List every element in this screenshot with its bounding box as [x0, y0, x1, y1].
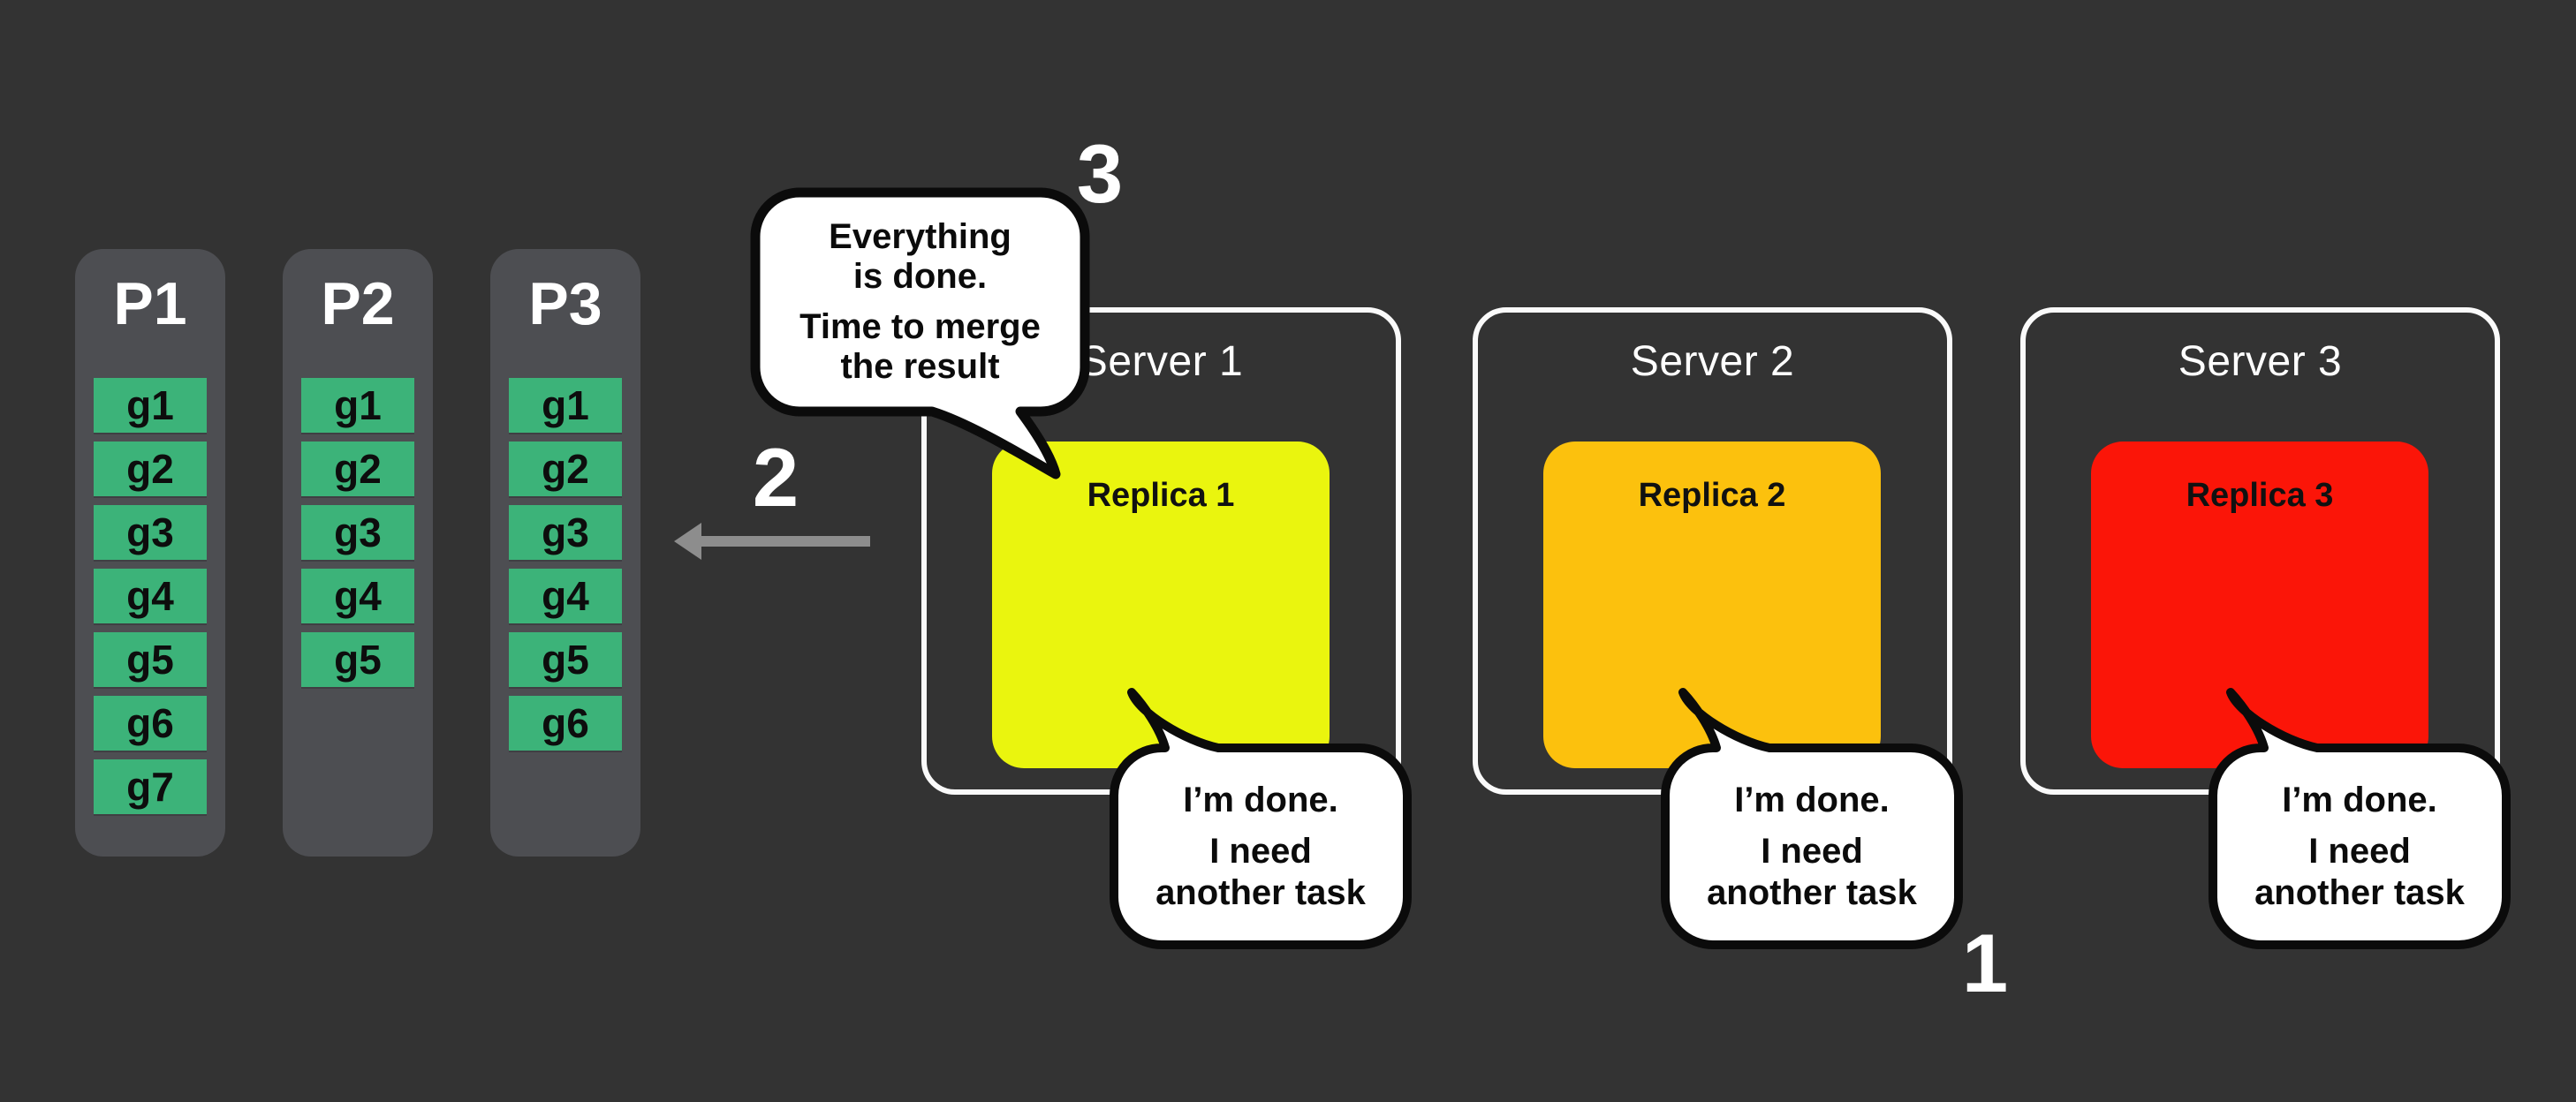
bubble-line: I need	[2308, 832, 2411, 872]
task-chip: g7	[94, 759, 207, 814]
speech-bubble-done-3	[2209, 688, 2511, 949]
replica-3: Replica 3	[2091, 442, 2428, 768]
partition-p3: P3 g1 g2 g3 g4 g5 g6	[490, 249, 640, 857]
server-2-box: Server 2 Replica 2	[1473, 307, 1952, 795]
bubble-line: another task	[1707, 872, 1917, 912]
replica-label: Replica 1	[1087, 477, 1235, 514]
task-chip: g3	[94, 505, 207, 560]
bubble-line: I need	[1761, 832, 1863, 872]
partition-p2: P2 g1 g2 g3 g4 g5	[283, 249, 433, 857]
bubble-line: another task	[1155, 872, 1366, 912]
merge-bubble-text: Everything is done. Time to merge the re…	[755, 192, 1085, 411]
server-title: Server 2	[1630, 338, 1795, 385]
speech-bubble-done-1	[1110, 688, 1412, 949]
task-chip: g1	[94, 378, 207, 433]
replica-2: Replica 2	[1543, 442, 1881, 768]
task-chip: g2	[94, 442, 207, 496]
server-1-box: Server 1 Replica 1	[921, 307, 1401, 795]
bubble-line: I’m done.	[1734, 780, 1890, 819]
step-2-label: 2	[752, 431, 799, 524]
bubble-line: another task	[2254, 872, 2465, 912]
partition-title: P3	[528, 270, 602, 337]
task-chip: g6	[509, 696, 622, 751]
task-chip: g3	[509, 505, 622, 560]
task-chip: g6	[94, 696, 207, 751]
speech-bubble-done-2	[1661, 688, 1963, 949]
bubble-line: is done.	[852, 257, 988, 297]
server-title: Server 3	[2178, 338, 2343, 385]
replica-label: Replica 2	[1638, 477, 1786, 514]
speech-bubble-merge	[750, 187, 1090, 479]
task-list: g1 g2 g3 g4 g5 g6	[490, 378, 640, 759]
done-bubble-text-1: I’m done. I need another task	[1114, 748, 1407, 945]
partition-title: P2	[321, 270, 395, 337]
task-chip: g5	[301, 632, 414, 687]
task-chip: g2	[509, 442, 622, 496]
task-chip: g1	[301, 378, 414, 433]
done-bubble-text-2: I’m done. I need another task	[1665, 748, 1959, 945]
task-list: g1 g2 g3 g4 g5	[283, 378, 433, 696]
bubble-line: Everything	[829, 217, 1011, 257]
bubble-line: I’m done.	[2282, 780, 2437, 819]
server-title: Server 1	[1079, 338, 1244, 385]
arrow-left-icon	[674, 523, 870, 560]
step-3-label: 3	[1076, 127, 1124, 220]
replica-1: Replica 1	[992, 442, 1330, 768]
partition-p1: P1 g1 g2 g3 g4 g5 g6 g7	[75, 249, 225, 857]
task-chip: g5	[509, 632, 622, 687]
step-1-label: 1	[1961, 917, 2009, 1009]
task-chip: g4	[509, 569, 622, 623]
task-list: g1 g2 g3 g4 g5 g6 g7	[75, 378, 225, 823]
task-chip: g4	[94, 569, 207, 623]
replica-label: Replica 3	[2186, 477, 2334, 514]
bubble-line: I’m done.	[1183, 780, 1338, 819]
bubble-line: I need	[1209, 832, 1312, 872]
task-chip: g4	[301, 569, 414, 623]
task-chip: g5	[94, 632, 207, 687]
partition-title: P1	[113, 270, 187, 337]
done-bubble-text-3: I’m done. I need another task	[2213, 748, 2506, 945]
server-3-box: Server 3 Replica 3	[2020, 307, 2500, 795]
task-chip: g3	[301, 505, 414, 560]
task-chip: g1	[509, 378, 622, 433]
task-chip: g2	[301, 442, 414, 496]
bubble-line: Time to merge	[799, 307, 1041, 346]
bubble-line: the result	[840, 346, 1000, 386]
